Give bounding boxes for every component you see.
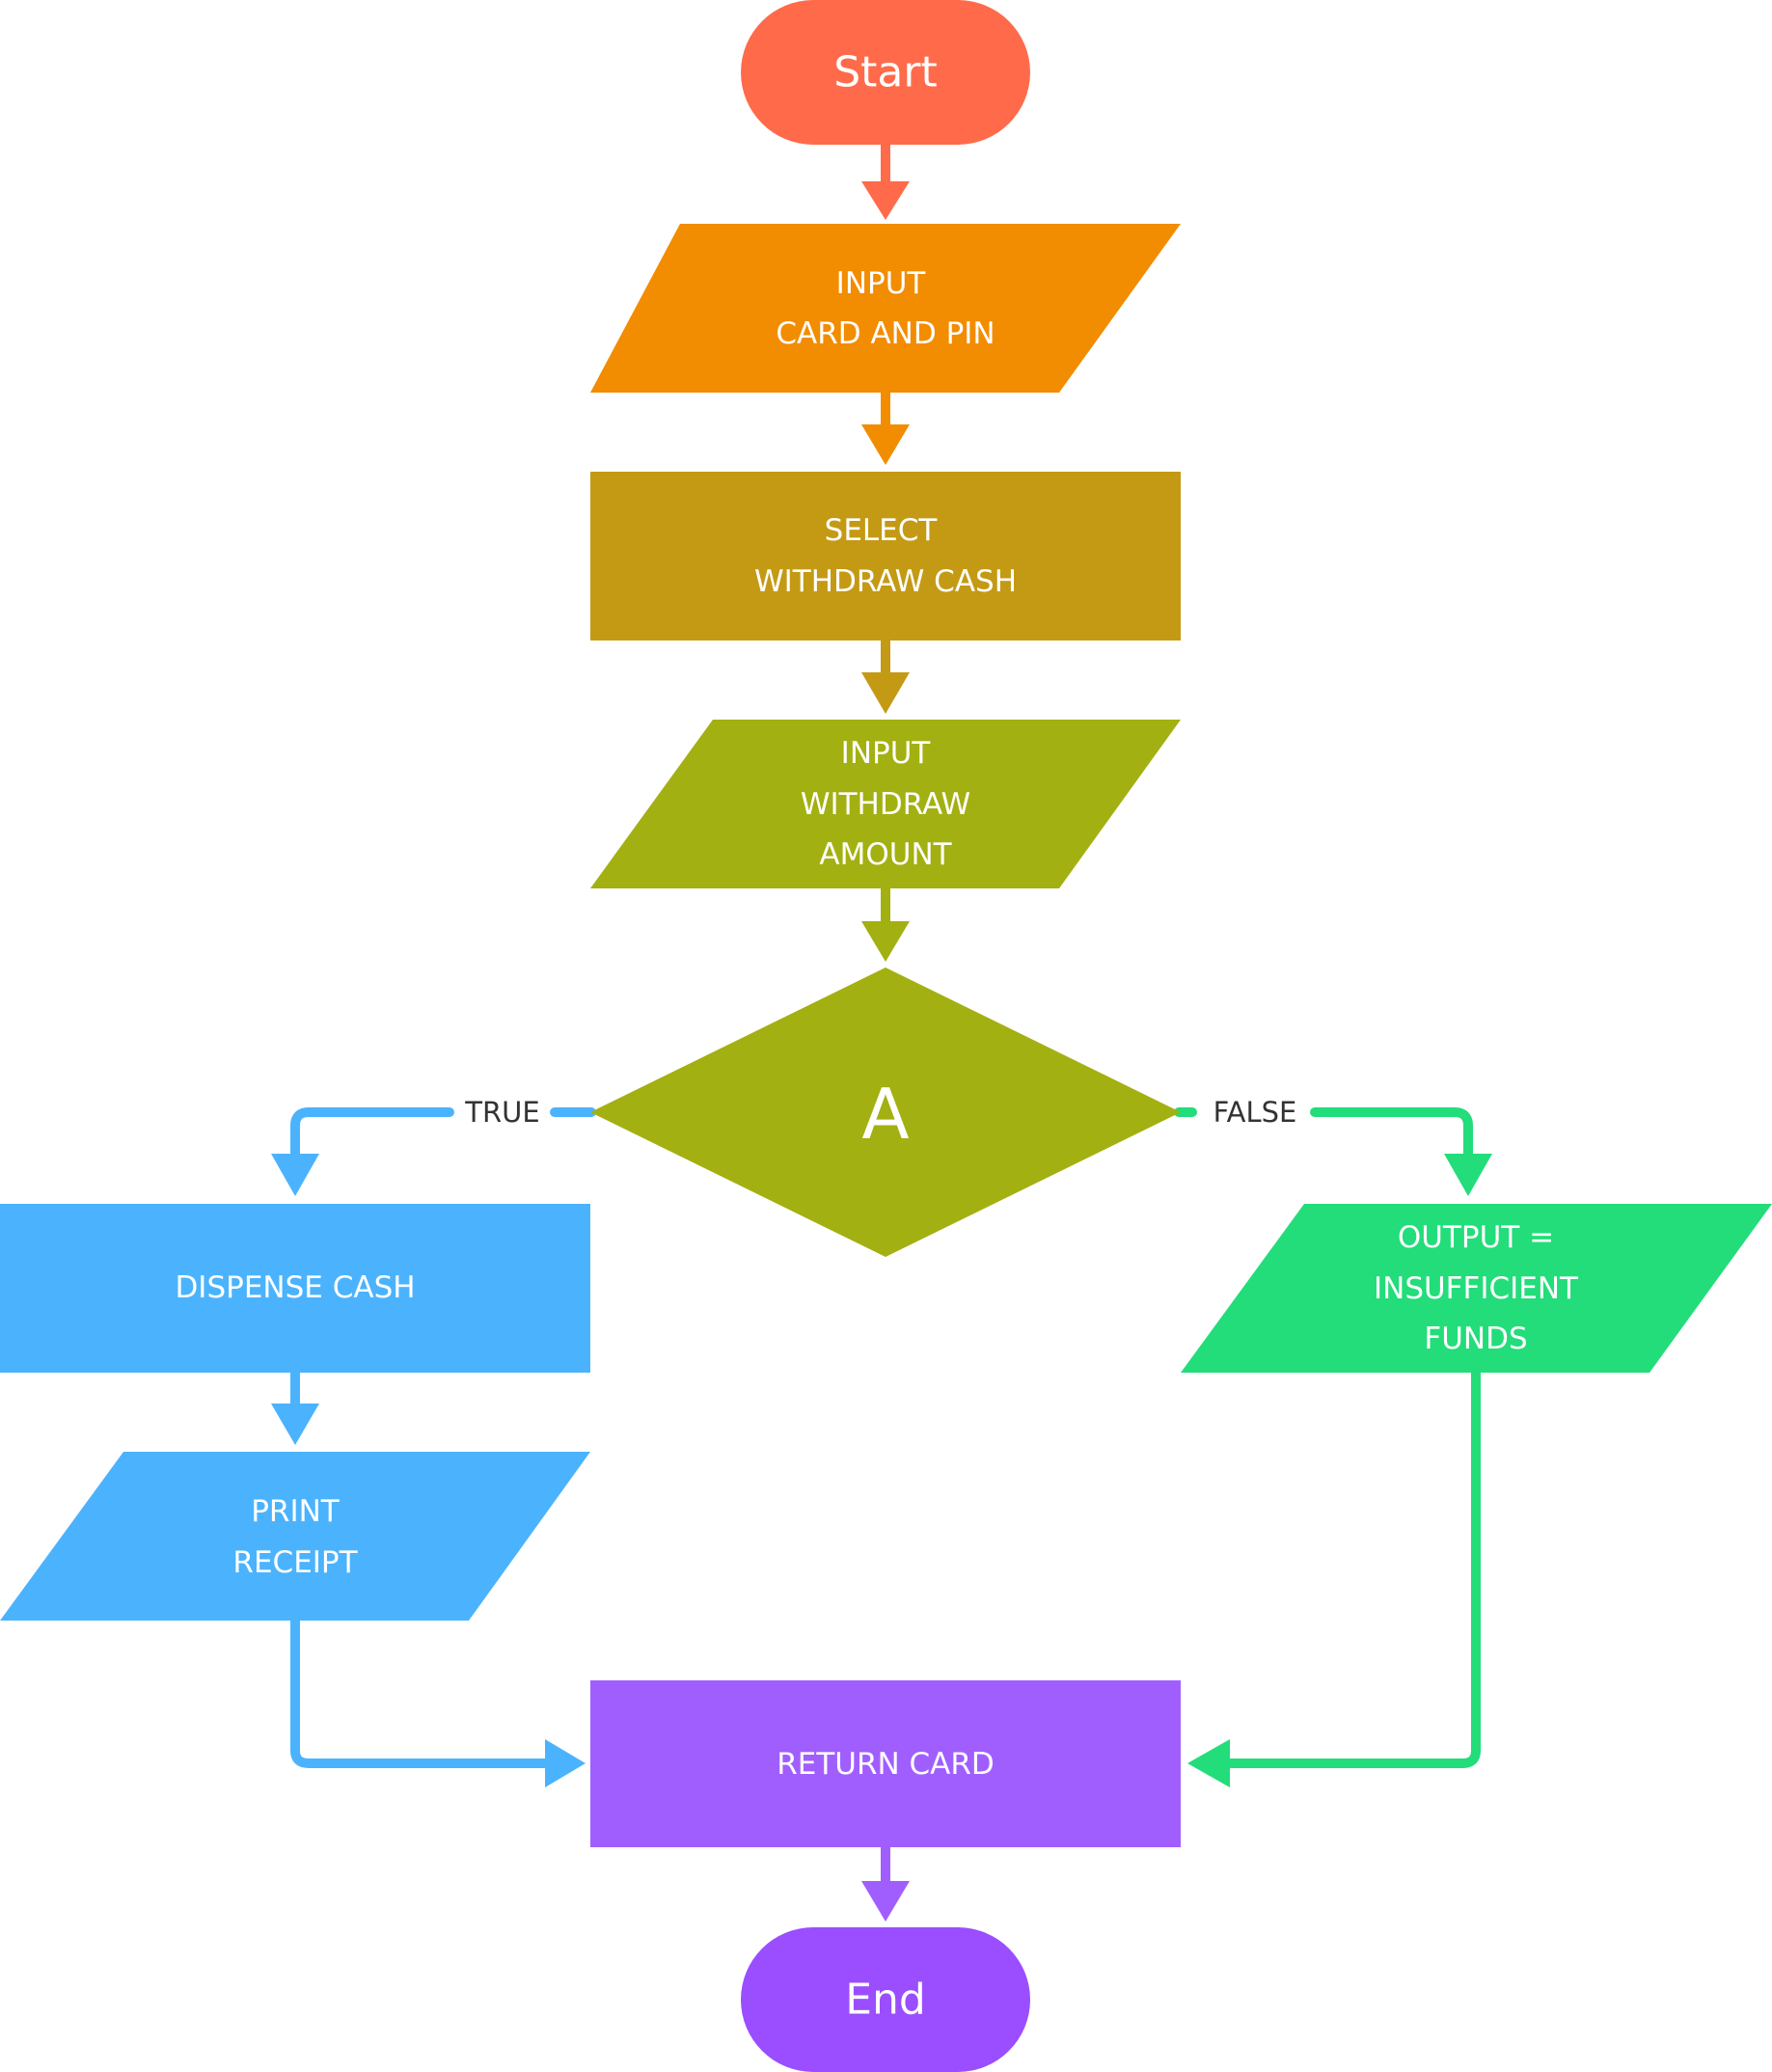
edge-return-to-end	[861, 1847, 910, 1922]
insufficient-line1: OUTPUT =	[1398, 1220, 1554, 1255]
input-amount-line2: WITHDRAW	[801, 787, 970, 822]
end-terminal: End	[741, 1927, 1030, 2072]
input-card-line1: INPUT	[836, 266, 927, 301]
edge-input-amount-to-decision	[861, 887, 910, 962]
select-line2: WITHDRAW CASH	[754, 564, 1017, 599]
end-label: End	[845, 1976, 926, 2025]
input-amount-line3: AMOUNT	[819, 837, 952, 872]
edge-insufficient-to-return	[1187, 1365, 1481, 1787]
start-label: Start	[833, 48, 938, 97]
print-line1: PRINT	[251, 1494, 341, 1529]
decision-diamond: A	[590, 968, 1181, 1257]
start-terminal: Start	[741, 0, 1030, 145]
insufficient-line2: INSUFFICIENT	[1374, 1271, 1579, 1306]
dispense-cash: DISPENSE CASH	[0, 1204, 590, 1373]
dispense-label: DISPENSE CASH	[175, 1270, 415, 1305]
edge-start-to-input-card	[861, 143, 910, 220]
insufficient-line3: FUNDS	[1424, 1322, 1527, 1356]
decision-label: A	[861, 1074, 909, 1155]
edge-decision-true: TRUE	[271, 1096, 596, 1196]
input-card-line2: CARD AND PIN	[776, 316, 995, 351]
edge-decision-false: FALSE	[1174, 1096, 1492, 1196]
input-withdraw-amount: INPUT WITHDRAW AMOUNT	[590, 720, 1181, 888]
print-receipt: PRINT RECEIPT	[0, 1452, 590, 1621]
edge-select-to-input-amount	[861, 640, 910, 714]
edge-input-card-to-select	[861, 391, 910, 465]
output-insufficient-funds: OUTPUT = INSUFFICIENT FUNDS	[1181, 1204, 1772, 1373]
return-card-label: RETURN CARD	[777, 1747, 995, 1782]
false-label: FALSE	[1213, 1096, 1297, 1129]
print-line2: RECEIPT	[232, 1545, 358, 1580]
return-card: RETURN CARD	[590, 1680, 1181, 1847]
input-card-and-pin: INPUT CARD AND PIN	[590, 224, 1181, 393]
select-withdraw-cash: SELECT WITHDRAW CASH	[590, 472, 1181, 641]
edge-dispense-to-print	[271, 1370, 319, 1445]
input-amount-line1: INPUT	[841, 736, 932, 771]
true-label: TRUE	[464, 1096, 539, 1129]
select-line1: SELECT	[825, 513, 939, 548]
edge-print-to-return	[290, 1611, 586, 1787]
